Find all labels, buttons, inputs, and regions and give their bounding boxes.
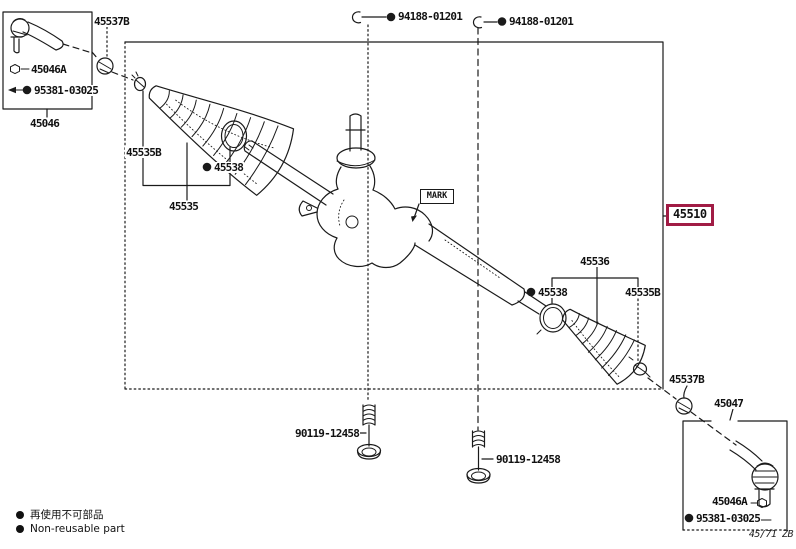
screw-arrow-icons	[8, 86, 772, 524]
non-reusable-dot-icon	[386, 12, 396, 22]
part-label-94188-right[interactable]: 94188-01201	[508, 15, 575, 28]
part-label-90119-rear[interactable]: 90119-12458	[495, 453, 562, 466]
legend-en-text: Non-reusable part	[30, 522, 125, 535]
part-label-95381-left[interactable]: 95381-03025	[33, 84, 100, 97]
screw-arrow-icon	[8, 86, 16, 94]
boot-clip-top-art	[96, 57, 114, 75]
non-reusable-dot-icon	[684, 513, 694, 523]
non-reusable-dot-icon	[22, 85, 32, 95]
part-label-45046a-right[interactable]: 45046A	[711, 495, 748, 508]
steering-gear-housing-art	[298, 113, 434, 269]
right-detail-box	[682, 420, 788, 531]
selected-part-45510-callout[interactable]: 45510	[666, 204, 714, 226]
part-label-45535[interactable]: 45535	[168, 200, 200, 213]
mark-annotation-box: MARK	[420, 189, 454, 204]
boot-ring-left-art	[220, 120, 250, 152]
part-label-45535b-right[interactable]: 45535B	[624, 286, 661, 299]
part-label-45537b-bottom[interactable]: 45537B	[668, 373, 705, 386]
nut-icons	[10, 64, 767, 509]
nut-icon	[10, 64, 30, 75]
non-reusable-dot-icon	[497, 17, 507, 26]
non-reusable-dot-icon	[202, 162, 212, 172]
mark-arrow	[411, 203, 420, 222]
part-label-45046[interactable]: 45046	[29, 117, 61, 130]
boot-clip-bottom-art	[675, 397, 693, 415]
part-label-45538-left[interactable]: 45538	[213, 161, 245, 174]
rack-end-right-art	[628, 356, 651, 378]
non-reusable-dot-icon	[16, 524, 24, 533]
part-label-45535b-left[interactable]: 45535B	[125, 146, 162, 159]
leader-lines	[46, 16, 737, 460]
left-detail-box	[2, 11, 93, 110]
main-frame	[124, 41, 664, 390]
page-code: 45/71 ZB	[748, 529, 794, 540]
part-label-45537b-top[interactable]: 45537B	[93, 15, 130, 28]
legend-row-en: Non-reusable part	[16, 522, 125, 535]
tie-rod-end-left-art	[10, 18, 64, 54]
non-reusable-dot-icons	[22, 12, 694, 523]
part-label-90119-front[interactable]: 90119-12458	[294, 427, 361, 440]
boot-clamp-left-art	[131, 71, 147, 92]
hose-clip-icons	[351, 11, 483, 29]
bolt-front-art	[356, 404, 382, 460]
bolt-rear-art	[466, 430, 491, 484]
inner-rod-left-art	[243, 140, 334, 206]
part-label-95381-right[interactable]: 95381-03025	[695, 512, 762, 525]
boot-ring-right-art	[536, 303, 567, 335]
legend-row-jp: 再使用不可部品	[16, 508, 125, 521]
nut-icon	[750, 498, 767, 509]
non-reusable-dot-icon	[526, 287, 536, 297]
right-boot-art	[561, 308, 646, 385]
legend-jp-text: 再使用不可部品	[30, 509, 104, 521]
tie-rod-end-right-art	[729, 440, 779, 508]
rack-tube-art	[414, 223, 547, 315]
part-label-94188-left[interactable]: 94188-01201	[397, 10, 464, 23]
non-reusable-dot-icon	[16, 510, 24, 519]
part-label-45047[interactable]: 45047	[713, 397, 745, 410]
part-label-45536[interactable]: 45536	[579, 255, 611, 268]
legend: 再使用不可部品 Non-reusable part	[16, 508, 125, 536]
part-label-45538-right[interactable]: 45538	[537, 286, 569, 299]
left-boot-art	[148, 85, 295, 196]
part-label-45046a-left[interactable]: 45046A	[30, 63, 67, 76]
